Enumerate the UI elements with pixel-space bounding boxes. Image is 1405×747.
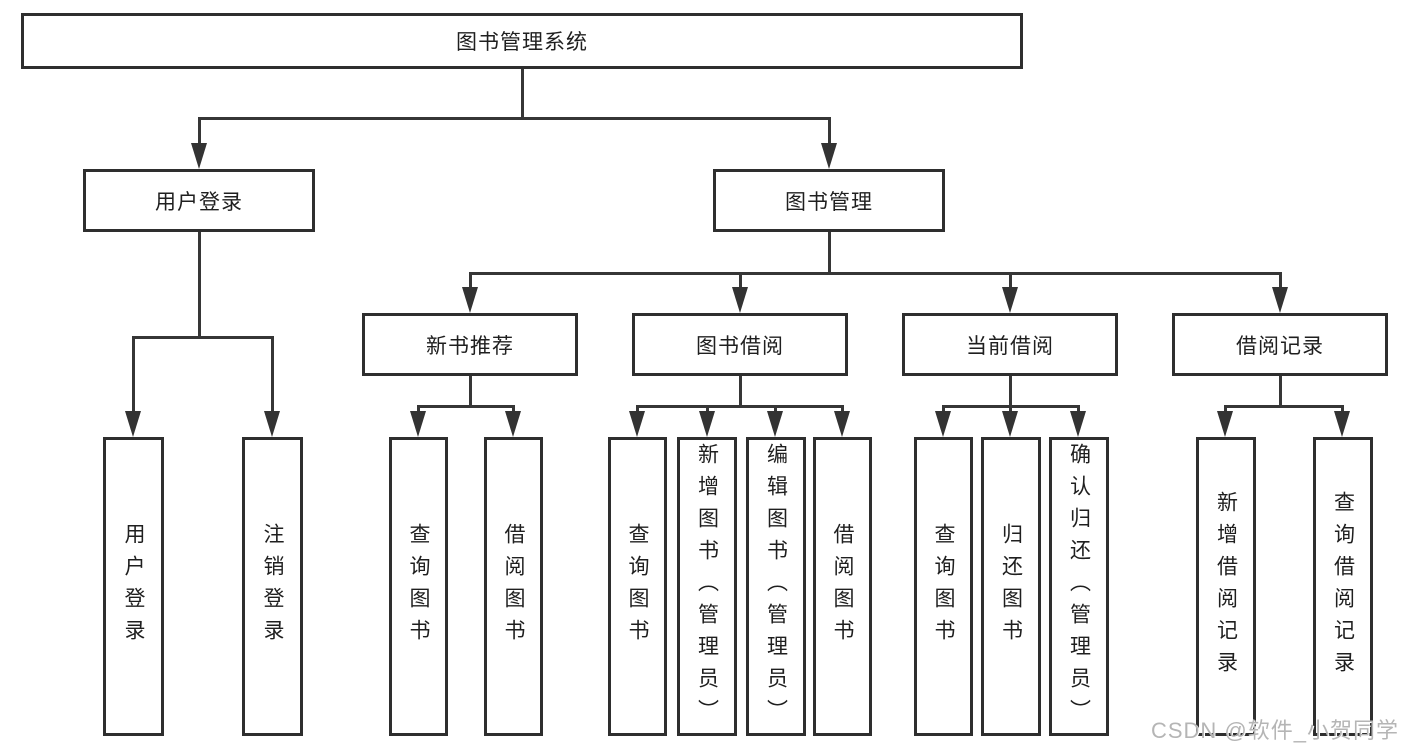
node-borrowing-records-label: 借阅记录 [1236,334,1324,358]
node-user-login-label: 用户登录 [155,190,243,214]
arrow-down-icon [935,411,951,437]
connector-line [636,405,844,408]
leaf-recommend-borrow-books-label: 借阅图书 [502,522,525,651]
connector-line [1279,376,1282,405]
node-new-book-recommend: 新书推荐 [362,313,578,376]
leaf-return-books: 归还图书 [981,437,1041,736]
connector-line [1009,405,1012,415]
connector-line [828,117,831,147]
connector-line [469,376,472,405]
connector-line [1224,405,1227,415]
arrow-down-icon [699,411,715,437]
connector-line [739,376,742,405]
leaf-logout-label: 注销登录 [261,522,284,651]
connector-line [1009,272,1012,290]
node-library-system: 图书管理系统 [21,13,1023,69]
leaf-edit-books-admin: 编辑图书（管理员） [746,437,806,736]
csdn-watermark: CSDN @软件_小贺同学 [1150,718,1399,743]
arrow-down-icon [834,411,850,437]
leaf-recommend-query-books-label: 查询图书 [407,522,430,651]
arrow-down-icon [629,411,645,437]
node-book-management: 图书管理 [713,169,945,232]
leaf-borrowing-borrow-books-label: 借阅图书 [831,522,854,651]
connector-line [706,405,709,415]
node-book-borrowing-label: 图书借阅 [696,334,784,358]
node-book-borrowing: 图书借阅 [632,313,848,376]
leaf-borrowing-query-books-label: 查询图书 [626,522,649,651]
arrow-down-icon [264,411,280,437]
leaf-confirm-return-admin: 确认归还（管理员） [1049,437,1109,736]
arrow-down-icon [191,143,207,169]
leaf-user-login: 用户登录 [103,437,164,736]
leaf-return-books-label: 归还图书 [999,522,1023,651]
arrow-down-icon [410,411,426,437]
arrow-down-icon [462,287,478,313]
arrow-down-icon [1002,287,1018,313]
arrow-down-icon [1070,411,1086,437]
arrow-down-icon [505,411,521,437]
connector-line [774,405,777,415]
leaf-add-borrow-record: 新增借阅记录 [1196,437,1256,736]
leaf-borrowing-query-books: 查询图书 [608,437,667,736]
node-new-book-recommend-label: 新书推荐 [426,334,514,358]
arrow-down-icon [1272,287,1288,313]
leaf-current-query-books: 查询图书 [914,437,973,736]
connector-line [132,336,135,413]
leaf-recommend-query-books: 查询图书 [389,437,448,736]
node-current-borrowing: 当前借阅 [902,313,1118,376]
leaf-borrowing-borrow-books: 借阅图书 [813,437,872,736]
connector-line [198,117,831,120]
connector-line [1077,405,1080,415]
leaf-add-books-admin-label: 新增图书（管理员） [695,442,719,731]
connector-line [521,69,524,117]
connector-line [417,405,515,408]
connector-line [841,405,844,415]
leaf-confirm-return-admin-label: 确认归还（管理员） [1067,442,1091,731]
connector-line [1341,405,1344,415]
arrow-down-icon [732,287,748,313]
connector-line [417,405,420,415]
connector-line [828,232,831,272]
leaf-add-books-admin: 新增图书（管理员） [677,437,737,736]
connector-line [942,405,945,415]
arrow-down-icon [125,411,141,437]
connector-line [198,232,201,336]
node-book-management-label: 图书管理 [785,190,873,214]
node-borrowing-records: 借阅记录 [1172,313,1388,376]
connector-line [1224,405,1344,408]
node-library-system-label: 图书管理系统 [456,31,588,54]
leaf-add-borrow-record-label: 新增借阅记录 [1214,490,1238,683]
node-current-borrowing-label: 当前借阅 [966,334,1054,358]
connector-line [198,117,201,147]
leaf-query-borrow-record-label: 查询借阅记录 [1331,490,1355,683]
connector-line [739,272,742,290]
leaf-recommend-borrow-books: 借阅图书 [484,437,543,736]
arrow-down-icon [821,143,837,169]
connector-line [512,405,515,415]
leaf-user-login-label: 用户登录 [122,522,145,651]
arrow-down-icon [1002,411,1018,437]
arrow-down-icon [1334,411,1350,437]
leaf-edit-books-admin-label: 编辑图书（管理员） [764,442,788,731]
node-user-login: 用户登录 [83,169,315,232]
connector-line [1279,272,1282,290]
connector-line [636,405,639,415]
connector-line [132,336,274,339]
leaf-query-borrow-record: 查询借阅记录 [1313,437,1373,736]
arrow-down-icon [767,411,783,437]
connector-line [1009,376,1012,405]
connector-line [469,272,1281,275]
leaf-current-query-books-label: 查询图书 [932,522,955,651]
arrow-down-icon [1217,411,1233,437]
connector-line [271,336,274,413]
connector-line [469,272,472,290]
leaf-logout: 注销登录 [242,437,303,736]
